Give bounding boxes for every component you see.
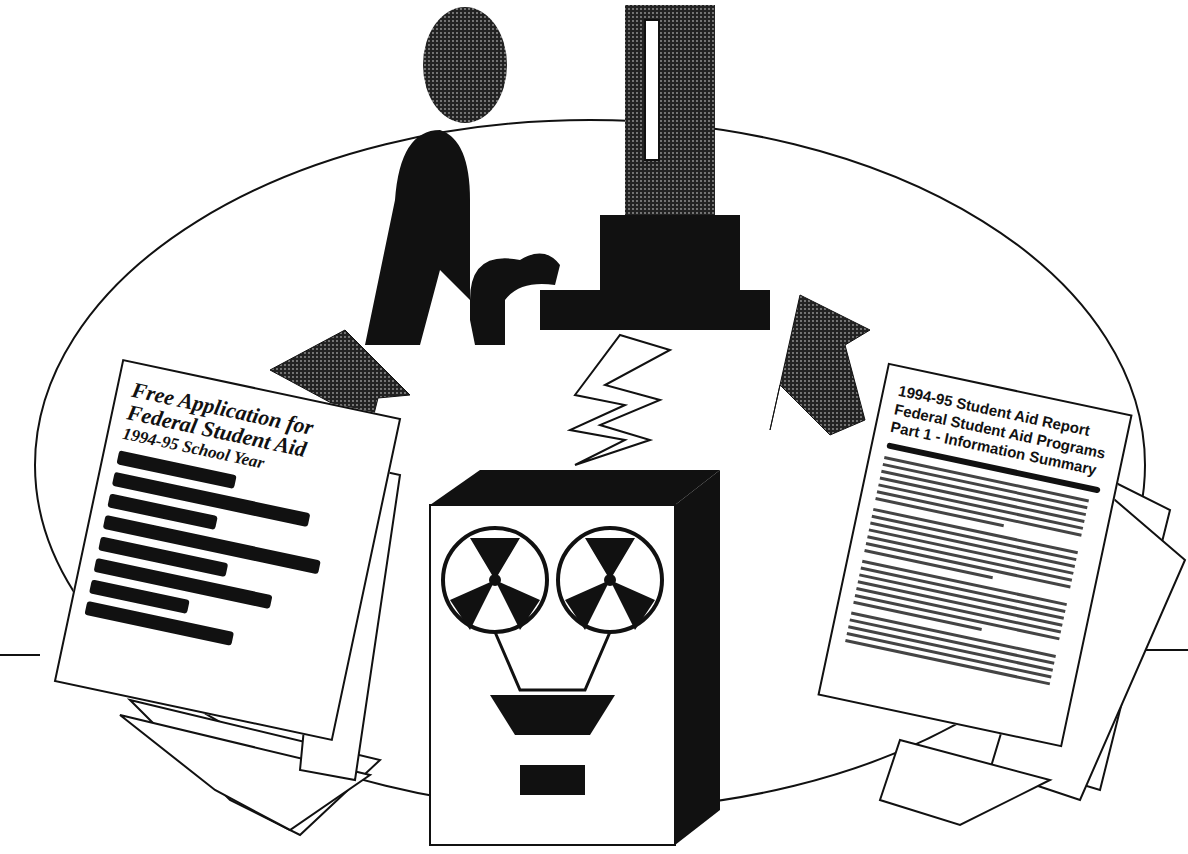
tape-drive xyxy=(430,470,720,845)
flow-arrow xyxy=(770,295,870,435)
lightning-bolt xyxy=(570,335,670,465)
computer-symbol xyxy=(540,5,770,330)
person-figure xyxy=(365,7,560,345)
horizon-line xyxy=(1140,649,1188,651)
backdrop-ellipse xyxy=(35,120,1145,810)
horizon-line xyxy=(0,654,40,656)
